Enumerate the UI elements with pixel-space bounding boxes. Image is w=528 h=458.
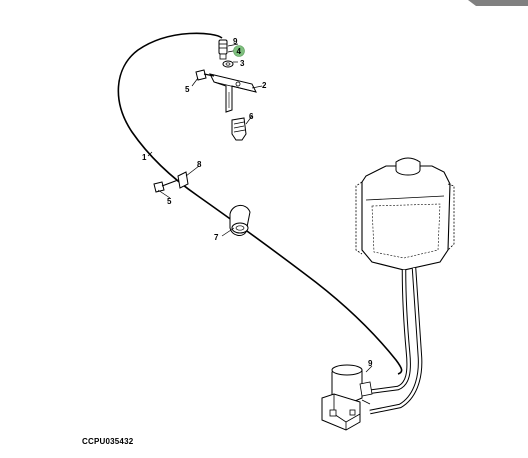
clamp-part-7	[229, 205, 251, 236]
callout-7: 7	[214, 233, 219, 242]
highlight-circle	[233, 45, 245, 57]
bolt-part-5-lower	[153, 179, 179, 193]
callout-5-upper: 5	[185, 85, 190, 94]
callout-2: 2	[262, 81, 267, 90]
callout-8: 8	[197, 160, 202, 169]
callout-9-lower: 9	[368, 359, 373, 368]
nut-part-3	[222, 60, 234, 68]
corner-tab	[468, 0, 528, 6]
cable-end-connector	[218, 39, 228, 60]
bolt-part-5-upper	[195, 69, 215, 81]
hose	[367, 269, 411, 395]
callout-1: 1	[142, 153, 147, 162]
bracket-part-2	[209, 73, 257, 113]
callout-6: 6	[249, 112, 254, 121]
valve-assembly	[321, 364, 373, 431]
reservoir-tank	[355, 157, 455, 271]
drawing-code: CCPU035432	[82, 437, 134, 446]
callout-4: 4	[237, 47, 242, 56]
callout-9-upper: 9	[233, 37, 238, 46]
callout-5-lower: 5	[167, 197, 172, 206]
cable	[117, 32, 403, 375]
leader-lines	[147, 43, 373, 373]
cap-part-6	[231, 117, 247, 141]
clip-part-8	[177, 171, 189, 189]
callout-3: 3	[240, 59, 245, 68]
